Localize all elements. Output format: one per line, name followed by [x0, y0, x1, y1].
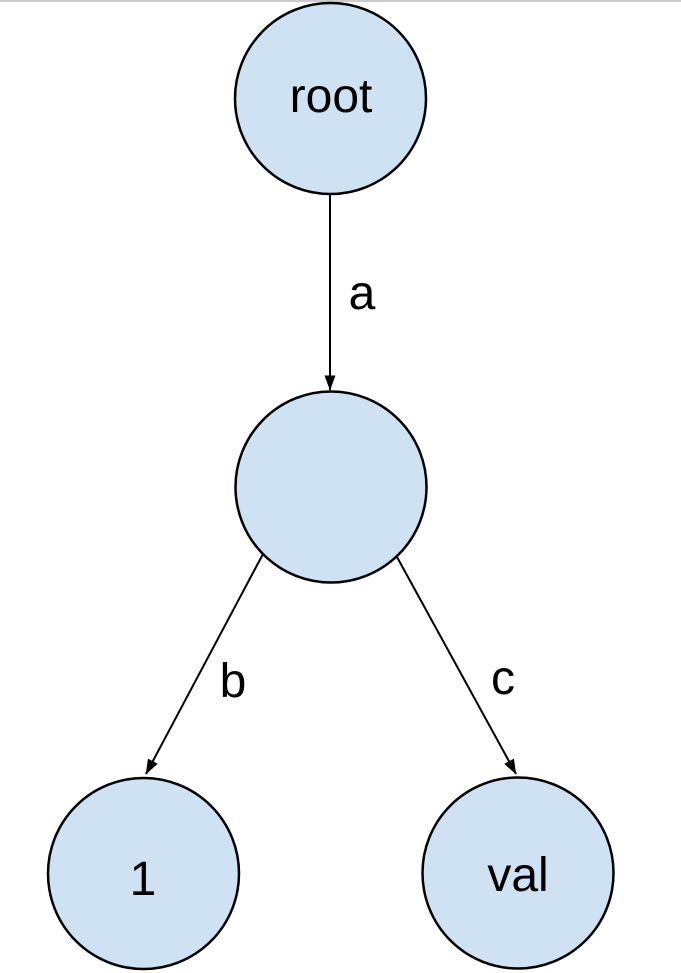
- edge-label-c: c: [491, 652, 515, 705]
- node-leaf-1-label: 1: [130, 853, 157, 906]
- edge-label-b: b: [220, 655, 247, 708]
- edge-middle-leaf1: [145, 553, 264, 775]
- top-divider: [0, 0, 681, 2]
- node-root: [233, 1, 428, 196]
- node-leaf-1: [46, 776, 241, 971]
- node-leaf-val: [421, 776, 615, 970]
- edge-middle-leafval: [396, 556, 517, 775]
- node-leaf-val-label: val: [487, 849, 548, 902]
- node-middle: [234, 390, 428, 584]
- node-root-label: root: [290, 70, 373, 123]
- edge-label-a: a: [349, 267, 376, 320]
